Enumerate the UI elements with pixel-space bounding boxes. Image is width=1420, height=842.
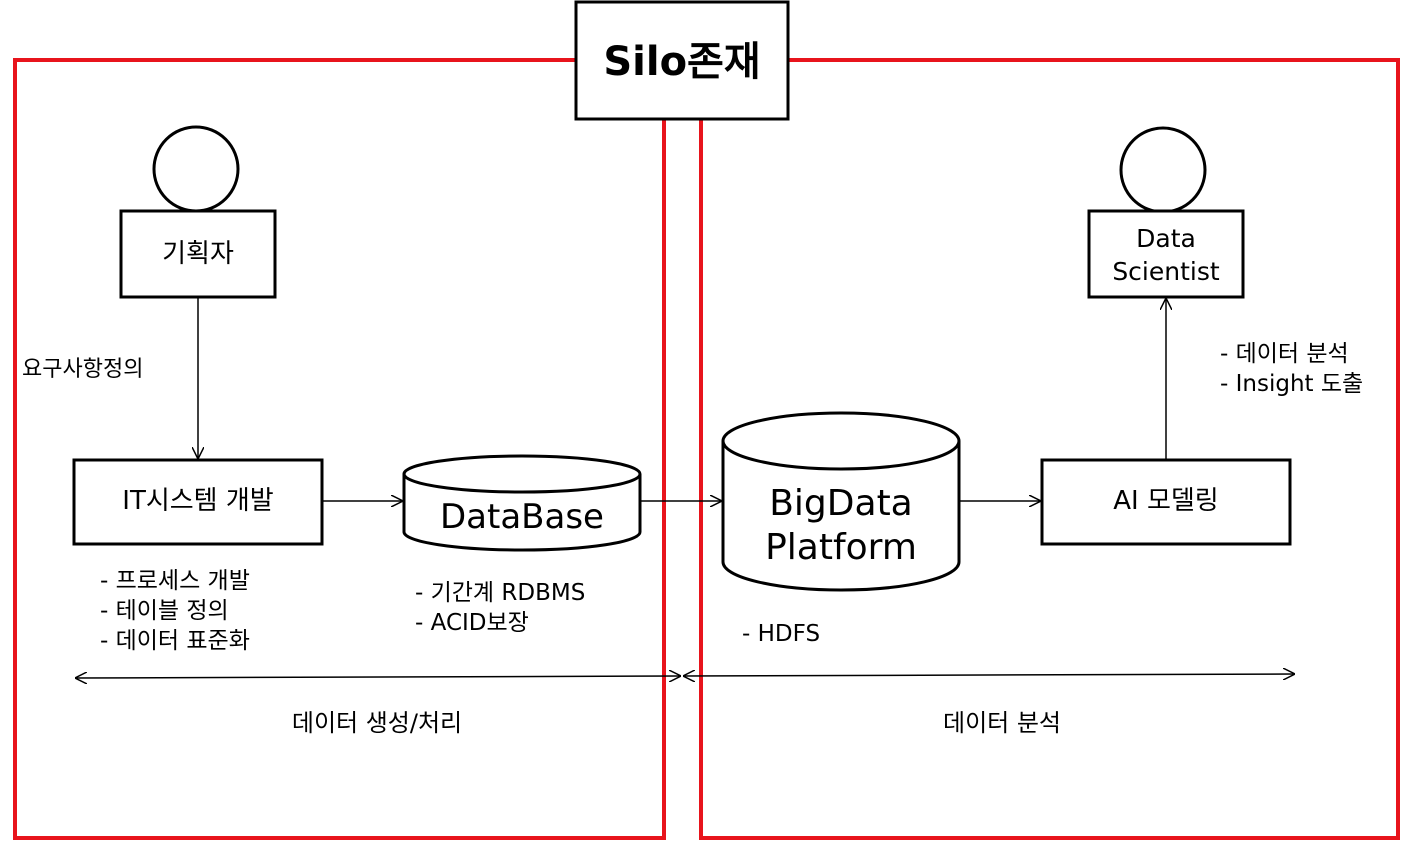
it-system-label: IT시스템 개발 (122, 486, 274, 516)
data-scientist-head-icon (1119, 126, 1207, 214)
database-notes: - 기간계 RDBMS - ACID보장 (415, 578, 585, 638)
list-item: - 데이터 분석 (1220, 341, 1349, 367)
list-item: - ACID보장 (415, 610, 529, 636)
zone-left-double-arrow (76, 676, 680, 678)
database-cylinder-icon (402, 454, 642, 552)
zone-right-double-arrow (684, 674, 1294, 676)
ai-modeling-label: AI 모델링 (1113, 486, 1219, 516)
list-item: - HDFS (742, 621, 821, 647)
bigdata-notes: - HDFS (742, 619, 820, 649)
page-title: Silo존재 (603, 39, 761, 85)
zone-right-label: 데이터 분석 (942, 709, 1062, 737)
right-silo-frame (699, 58, 1400, 840)
title-box (574, 0, 790, 121)
list-item: - 테이블 정의 (100, 598, 229, 624)
database-label: DataBase (440, 497, 604, 537)
zone-left-label: 데이터 생성/처리 (291, 709, 463, 737)
list-item: - 데이터 표준화 (100, 628, 250, 654)
requirements-label: 요구사항정의 (22, 357, 144, 382)
ai-modeling-box (1040, 458, 1292, 546)
data-scientist-box (1087, 209, 1245, 299)
bigdata-label: BigData Platform (765, 483, 917, 568)
planner-label: 기획자 (162, 239, 234, 269)
bigdata-cylinder-icon (721, 411, 961, 592)
list-item: - 프로세스 개발 (100, 568, 250, 594)
data-scientist-label: Data Scientist (1112, 224, 1220, 286)
list-item: - Insight 도출 (1220, 371, 1364, 397)
it-system-box (72, 458, 324, 546)
data-scientist-notes: - 데이터 분석 - Insight 도출 (1220, 339, 1363, 399)
it-system-notes: - 프로세스 개발 - 테이블 정의 - 데이터 표준화 (100, 566, 250, 656)
list-item: - 기간계 RDBMS (415, 580, 586, 606)
planner-head-icon (152, 125, 240, 213)
left-silo-frame (13, 58, 666, 840)
